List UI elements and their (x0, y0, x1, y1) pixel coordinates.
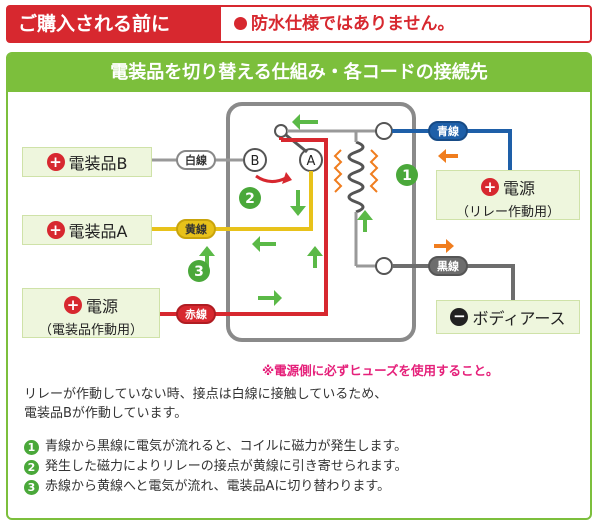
step-text: 発生した磁力によりリレーの接点が黄線に引き寄せられます。 (45, 459, 408, 474)
notice-label: ご購入される前に (8, 7, 221, 41)
power-relay-label: 電源 (502, 179, 535, 198)
body-earth-tag: −ボディアース (436, 300, 580, 334)
attraction-arrow (255, 174, 287, 183)
step2-badge-label: 2 (245, 191, 255, 207)
flow-arrows (199, 114, 373, 306)
step-text: 赤線から黄線へと電気が流れ、電装品Aに切り替わります。 (45, 479, 391, 494)
power-relay-sub: （リレー作動用） (455, 205, 560, 220)
wire-white-pill: 白線 (176, 150, 216, 170)
arrow-right-bottom (258, 290, 282, 306)
device-b-label: 電装品B (68, 154, 128, 173)
device-a-tag: +電装品A (22, 215, 152, 245)
orange-arrow-right (434, 239, 454, 253)
arrow-down-mid (290, 190, 306, 216)
step3-badge (188, 260, 210, 282)
plus-icon: + (480, 178, 499, 196)
minus-icon: − (450, 308, 469, 326)
notice-message: 防水仕様ではありません。 (251, 14, 455, 34)
step-item: 3 赤線から黄線へと電気が流れ、電装品Aに切り替わります。 (24, 477, 407, 497)
notice-text: 防水仕様ではありません。 (234, 7, 455, 41)
fuse-warning: ※電源側に必ずヒューズを使用すること。 (262, 363, 499, 378)
power-device-tag: +電源 （電装品作動用） (22, 288, 160, 338)
step-number-badge: 1 (24, 439, 39, 455)
power-device-sub: （電装品作動用） (38, 323, 143, 338)
wire-blue-pill: 青線 (428, 121, 468, 141)
arrow-left-mid (252, 236, 276, 252)
wire-red-pill: 赤線 (176, 304, 216, 324)
wire-black-pill: 黒線 (428, 256, 468, 276)
step-item: 1 青線から黒線に電気が流れると、コイルに磁力が発生します。 (24, 437, 407, 457)
arrow-up-red (307, 246, 323, 268)
arrow-left-top (292, 114, 318, 130)
coil-terminal-bottom (375, 257, 393, 275)
explanation-line1: リレーが作動していない時、接点は白線に接触しているため、 (24, 387, 388, 402)
relay-box (226, 102, 416, 342)
step-number-badge: 3 (24, 479, 39, 495)
step1-badge (396, 164, 418, 186)
power-device-label: 電源 (85, 297, 118, 316)
step-number-badge: 2 (24, 459, 39, 475)
step-item: 2 発生した磁力によりリレーの接点が黄線に引き寄せられます。 (24, 457, 407, 477)
device-b-tag: +電装品B (22, 147, 152, 177)
panel-title: 電装品を切り替える仕組み・各コードの接続先 (110, 62, 488, 83)
wire-yellow-pill: 黄線 (176, 219, 216, 239)
step2-badge (239, 187, 261, 209)
steps-list: 1 青線から黒線に電気が流れると、コイルに磁力が発生します。 2 発生した磁力により… (24, 437, 407, 497)
contact-a-label: A (307, 154, 316, 169)
red-dot-icon (234, 17, 247, 30)
arrow-up-left (199, 246, 215, 270)
red-wire (150, 138, 328, 316)
panel-header (8, 54, 590, 92)
power-relay-tag: +電源 （リレー作動用） (436, 170, 580, 220)
switch-pivot (274, 124, 288, 138)
attraction-arrow-head (282, 172, 292, 184)
step-text: 青線から黒線に電気が流れると、コイルに磁力が発生します。 (45, 439, 408, 454)
orange-arrows (434, 149, 458, 253)
plus-icon: + (46, 221, 65, 239)
body-earth-label: ボディアース (472, 309, 566, 328)
explanation-text: リレーが作動していない時、接点は白線に接触しているため、 電装品Bが作動していま… (24, 385, 387, 423)
coil-terminal-top (375, 122, 393, 140)
coil-icon (333, 140, 379, 214)
explanation-line2: 電装品Bが作動しています。 (24, 406, 188, 421)
orange-arrow-left (438, 149, 458, 163)
device-a-label: 電装品A (68, 222, 128, 241)
step1-badge-label: 1 (402, 168, 412, 184)
notice-bar: ご購入される前に 防水仕様ではありません。 (6, 5, 592, 43)
contact-b-label: B (251, 154, 260, 169)
plus-icon: + (46, 153, 65, 171)
step3-badge-label: 3 (194, 264, 204, 280)
arrow-up-coil (357, 210, 373, 232)
contact-b (243, 148, 267, 172)
plus-icon: + (63, 296, 82, 314)
